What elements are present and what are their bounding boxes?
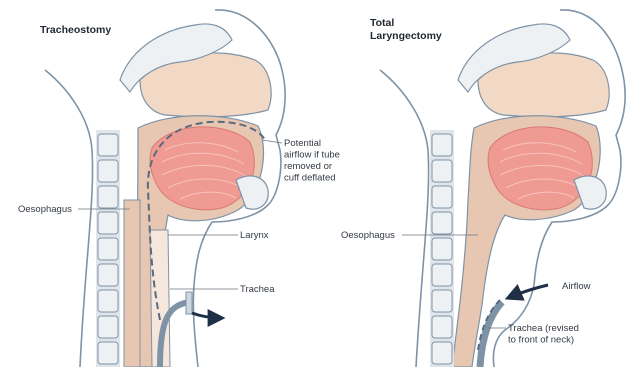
cervical-spine bbox=[96, 130, 120, 367]
label-oesophagus-right: Oesophagus bbox=[341, 230, 395, 241]
leader-airflow bbox=[262, 140, 282, 143]
label-airflow-right: Airflow bbox=[562, 281, 591, 292]
neck-back-outline-right bbox=[380, 70, 429, 367]
laryngectomy-panel: Total Laryngectomy Oesophagus Airflow Tr… bbox=[341, 10, 625, 367]
panel-title-tracheostomy: Tracheostomy bbox=[40, 24, 111, 36]
label-larynx: Larynx bbox=[240, 230, 269, 241]
panel-title-laryngectomy: Total Laryngectomy bbox=[370, 17, 442, 42]
label-oesophagus-left: Oesophagus bbox=[18, 204, 72, 215]
label-trachea-right: Trachea (revised to front of neck) bbox=[508, 323, 582, 346]
tracheostomy-flange bbox=[186, 292, 192, 314]
label-trachea-left: Trachea bbox=[240, 284, 275, 295]
cervical-spine-right bbox=[430, 130, 454, 367]
airflow-arrow-right bbox=[508, 285, 548, 298]
label-potential-airflow: Potential airflow if tube removed or cuf… bbox=[284, 138, 343, 184]
neck-back-outline bbox=[45, 70, 93, 367]
oesophagus bbox=[124, 200, 140, 367]
tracheostomy-panel: Tracheostomy Potential airflow if tube r… bbox=[18, 10, 343, 367]
stoma-airflow-arrow bbox=[192, 313, 222, 318]
